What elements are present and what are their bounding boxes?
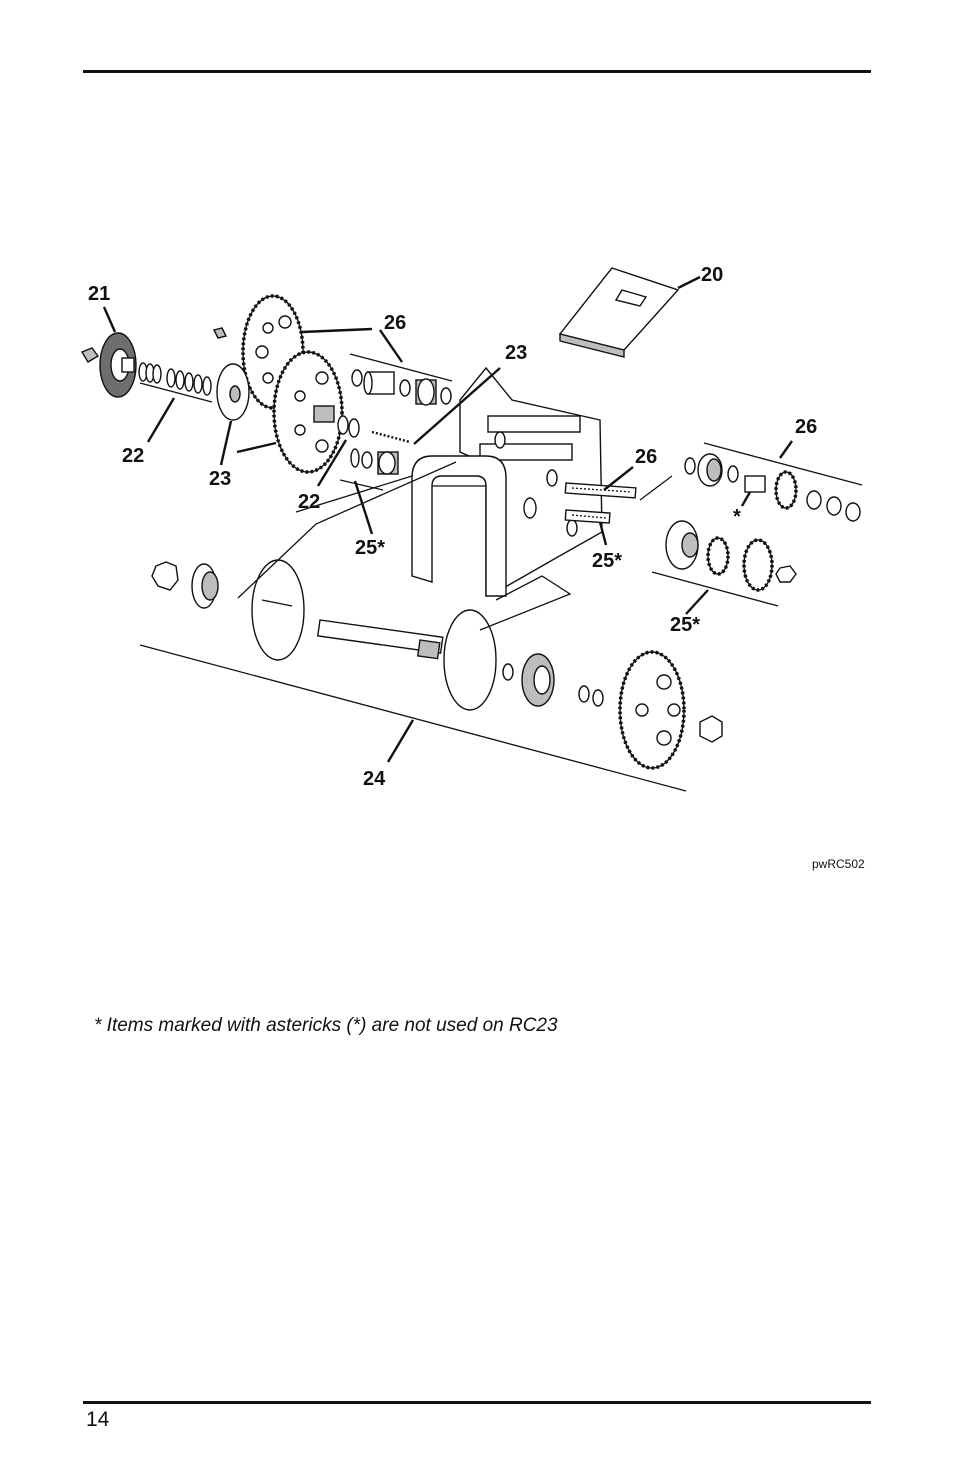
callout-23-gears: 23 <box>209 468 231 490</box>
callout-23-rod: 23 <box>505 342 527 364</box>
leader-lines <box>102 275 793 763</box>
part-26-right-gears <box>684 453 861 522</box>
part-20-cover <box>558 267 680 358</box>
part-24-axle-assembly <box>151 559 723 770</box>
part-26-upper-spacers <box>351 369 452 406</box>
part-25-left-spacers <box>350 448 399 475</box>
callout-20: 20 <box>701 264 723 286</box>
footnote: * Items marked with astericks (*) are no… <box>94 1015 558 1036</box>
u-bracket <box>411 455 507 597</box>
asterisk-mark: * <box>733 506 741 528</box>
callout-21: 21 <box>88 283 110 305</box>
part-25-right-gears <box>665 520 797 592</box>
callout-25-left: 25* <box>355 537 385 559</box>
page-number: 14 <box>86 1408 110 1431</box>
callout-25-right: 25* <box>670 614 700 636</box>
callout-22-lower: 22 <box>298 491 320 513</box>
callout-25-shaft: 25* <box>592 550 622 572</box>
exploded-parts-diagram: 20 21 26 23 22 23 22 25* 26 26 * 25* 25*… <box>80 264 865 871</box>
part-26-right-shaft <box>564 482 637 499</box>
part-21-knob <box>80 332 137 398</box>
top-rule <box>83 70 871 73</box>
frame <box>459 366 603 596</box>
part-25-right-shaft <box>564 509 611 524</box>
callout-26-shaft: 26 <box>635 446 657 468</box>
callout-22-left: 22 <box>122 445 144 467</box>
figure-id: pwRC502 <box>812 857 865 871</box>
bottom-rule <box>83 1401 871 1404</box>
part-23-threaded-rod <box>371 430 411 444</box>
part-22-large-gear <box>272 350 360 474</box>
callout-26-upper: 26 <box>384 312 406 334</box>
guide-lines <box>139 353 863 792</box>
part-22-spring-washers <box>138 362 212 396</box>
callout-24: 24 <box>363 768 386 790</box>
callout-26-right: 26 <box>795 416 817 438</box>
